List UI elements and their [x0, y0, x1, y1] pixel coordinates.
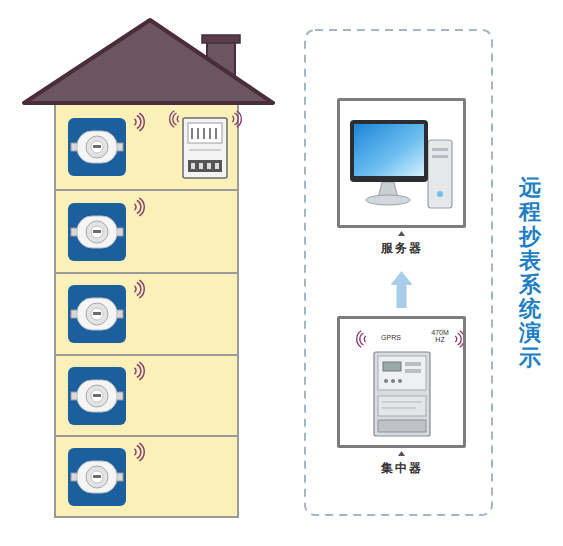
- floor-line: [55, 272, 238, 274]
- house: [24, 20, 273, 517]
- device-box: 服务器: [337, 98, 466, 257]
- water-meter: [68, 367, 126, 425]
- wireless-waves: [134, 113, 144, 131]
- device-frame: [337, 98, 466, 228]
- wireless-waves: [357, 331, 366, 348]
- wireless-waves: [232, 111, 241, 128]
- system-boundary: [305, 30, 492, 515]
- device-box: 集中器: [337, 316, 466, 477]
- wireless-waves: [455, 331, 464, 348]
- floor-line: [55, 189, 238, 191]
- water-meter: [68, 448, 126, 506]
- caption-marker: [398, 451, 405, 456]
- device-marking: GPRS: [380, 334, 402, 341]
- water-meter: [68, 203, 126, 261]
- device-marking: 470M HZ: [428, 329, 452, 344]
- roof: [24, 20, 273, 103]
- wireless-waves: [134, 198, 144, 216]
- wireless-waves: [134, 280, 144, 298]
- chimney-cap: [202, 35, 240, 43]
- concentrator-device: [374, 352, 430, 436]
- frame-ground: [340, 319, 463, 445]
- floor-line: [55, 435, 238, 437]
- device-caption: 集中器: [337, 460, 466, 477]
- frame-ground: [340, 101, 463, 225]
- computer-icon: [350, 120, 452, 208]
- vertical-title: 远程抄表系统演示: [519, 176, 541, 370]
- data-flow-arrow: [397, 285, 407, 308]
- device-caption: 服务器: [337, 240, 466, 257]
- house-body: [55, 100, 238, 517]
- collector-device: [183, 118, 227, 178]
- floor-line: [55, 354, 238, 356]
- water-meter: [68, 285, 126, 343]
- wireless-waves: [134, 362, 144, 380]
- caption-marker: [398, 231, 405, 236]
- water-meter: [68, 118, 126, 176]
- wireless-waves: [134, 443, 144, 461]
- wireless-waves: [170, 111, 179, 128]
